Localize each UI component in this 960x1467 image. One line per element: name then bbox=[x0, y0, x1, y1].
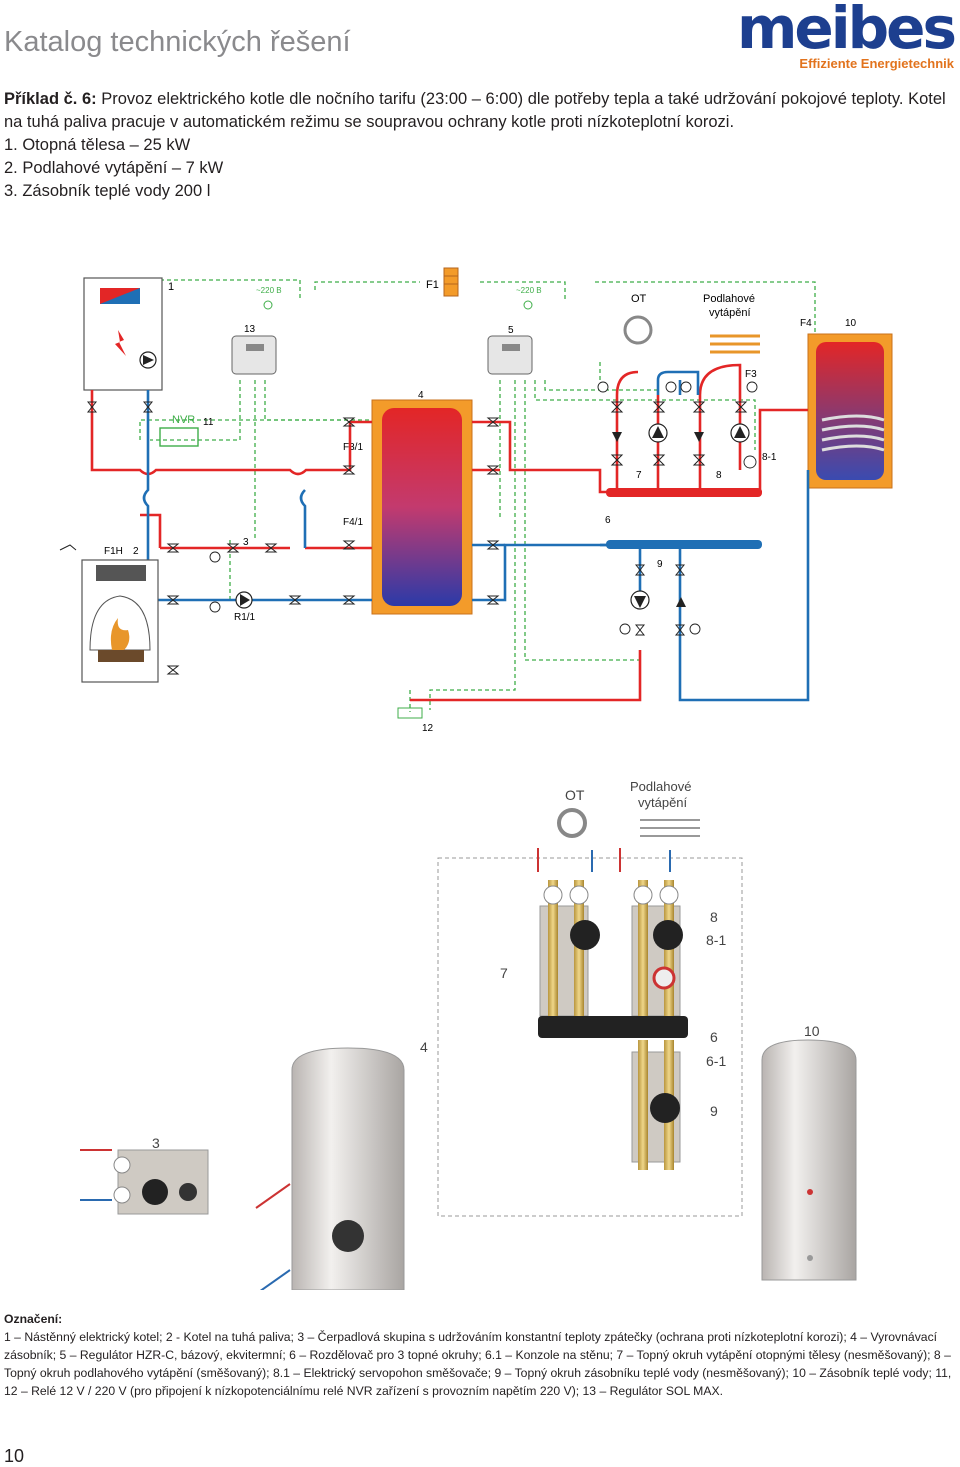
distributor-supply bbox=[606, 488, 762, 497]
photo-wall-area bbox=[437, 857, 743, 1217]
valves bbox=[86, 401, 748, 675]
label-4: 4 bbox=[418, 390, 424, 401]
buffer-tank bbox=[371, 399, 473, 615]
page-title: Katalog technických řešení bbox=[4, 26, 351, 58]
solid-fuel-boiler bbox=[59, 544, 159, 683]
controller-5 bbox=[487, 335, 533, 375]
intro-item-3: 3. Zásobník teplé vody 200 l bbox=[4, 182, 211, 200]
photo-label-10: 10 bbox=[804, 1023, 820, 1039]
label-6: 6 bbox=[605, 515, 611, 526]
label-7: 7 bbox=[636, 470, 642, 481]
photo-boiler-pump-group bbox=[113, 1149, 209, 1215]
electric-boiler bbox=[83, 277, 163, 391]
label-f4: F4 bbox=[800, 318, 812, 329]
label-11: 11 bbox=[203, 417, 214, 428]
label-5: 5 bbox=[508, 325, 514, 336]
photo-label-8-1: 8-1 bbox=[706, 932, 726, 948]
pump-arrows bbox=[240, 426, 746, 608]
label-8-1: 8-1 bbox=[762, 452, 777, 463]
photo-pump-groups bbox=[538, 880, 688, 1170]
photo-label-9: 9 bbox=[710, 1103, 718, 1119]
label-f3: F3 bbox=[745, 369, 757, 380]
meibes-logo: meibes Effiziente Energietechnik bbox=[737, 0, 957, 74]
legend-text: 1 – Nástěnný elektrický kotel; 2 - Kotel… bbox=[4, 1330, 952, 1398]
f1-sensor bbox=[443, 267, 459, 297]
label-ot: OT bbox=[631, 293, 647, 305]
photo-buffer-cylinder bbox=[291, 1047, 405, 1290]
label-r1-1: R1/1 bbox=[234, 612, 256, 623]
legend-heading: Označení: bbox=[4, 1312, 63, 1326]
photo-flow-arrows bbox=[80, 848, 671, 1290]
label-8: 8 bbox=[716, 470, 722, 481]
label-1: 1 bbox=[168, 281, 174, 293]
hydraulic-schematic: 1 13 ~220 В 5 ~220 В F1 OT Podlahové vyt… bbox=[59, 267, 893, 734]
photo-label-8: 8 bbox=[710, 909, 718, 925]
label-9: 9 bbox=[657, 559, 663, 570]
photo-label-floor-1: Podlahové bbox=[630, 779, 691, 794]
photo-label-floor-2: vytápění bbox=[638, 795, 688, 810]
photo-label-7: 7 bbox=[500, 965, 508, 981]
dhw-tank bbox=[807, 333, 893, 489]
label-f3-1: F3/1 bbox=[343, 442, 363, 453]
relay-12 bbox=[397, 707, 423, 719]
component-illustration: OT Podlahové vytápění 10 4 8 8-1 7 6 6-1… bbox=[80, 779, 857, 1290]
label-f1: F1 bbox=[426, 279, 439, 291]
label-220v-b: ~220 В bbox=[516, 286, 542, 295]
label-220v-a: ~220 В bbox=[256, 286, 282, 295]
thermometers bbox=[209, 381, 758, 635]
label-floor-heating-1: Podlahové bbox=[703, 293, 755, 305]
photo-label-6: 6 bbox=[710, 1029, 718, 1045]
hot-pipes bbox=[90, 363, 808, 702]
label-f1h: F1H bbox=[104, 546, 123, 557]
controller-13 bbox=[231, 335, 277, 375]
label-3: 3 bbox=[243, 537, 249, 548]
pumps bbox=[235, 423, 750, 610]
label-13: 13 bbox=[244, 324, 256, 335]
signal-wiring bbox=[139, 279, 816, 712]
label-2: 2 bbox=[133, 546, 139, 557]
intro-item-2: 2. Podlahové vytápění – 7 kW bbox=[4, 159, 224, 177]
legend: Označení: 1 – Nástěnný elektrický kotel;… bbox=[4, 1310, 956, 1400]
photo-label-3: 3 bbox=[152, 1135, 160, 1151]
label-10: 10 bbox=[845, 318, 857, 329]
intro-text: Příklad č. 6: Provoz elektrického kotle … bbox=[4, 88, 956, 203]
intro-item-1: 1. Otopná tělesa – 25 kW bbox=[4, 136, 191, 154]
example-label: Příklad č. 6: bbox=[4, 90, 97, 108]
example-description: Příklad č. 6: Provoz elektrického kotle … bbox=[4, 88, 956, 134]
photo-label-4: 4 bbox=[420, 1039, 428, 1055]
photo-label-ot: OT bbox=[565, 787, 585, 803]
label-floor-heating-2: vytápění bbox=[709, 307, 751, 319]
photo-label-6-1: 6-1 bbox=[706, 1053, 726, 1069]
label-nvr: NVR bbox=[172, 414, 195, 426]
logo-tagline: Effiziente Energietechnik bbox=[799, 56, 954, 71]
relay-11 bbox=[159, 427, 199, 447]
distributor-return bbox=[606, 540, 762, 549]
label-f4-1: F4/1 bbox=[343, 517, 363, 528]
example-text: Provoz elektrického kotle dle nočního ta… bbox=[4, 90, 946, 131]
label-12: 12 bbox=[422, 723, 434, 734]
page-number: 10 bbox=[4, 1446, 25, 1466]
photo-dhw-cylinder bbox=[761, 1039, 857, 1281]
logo-wordmark: meibes bbox=[736, 0, 957, 62]
